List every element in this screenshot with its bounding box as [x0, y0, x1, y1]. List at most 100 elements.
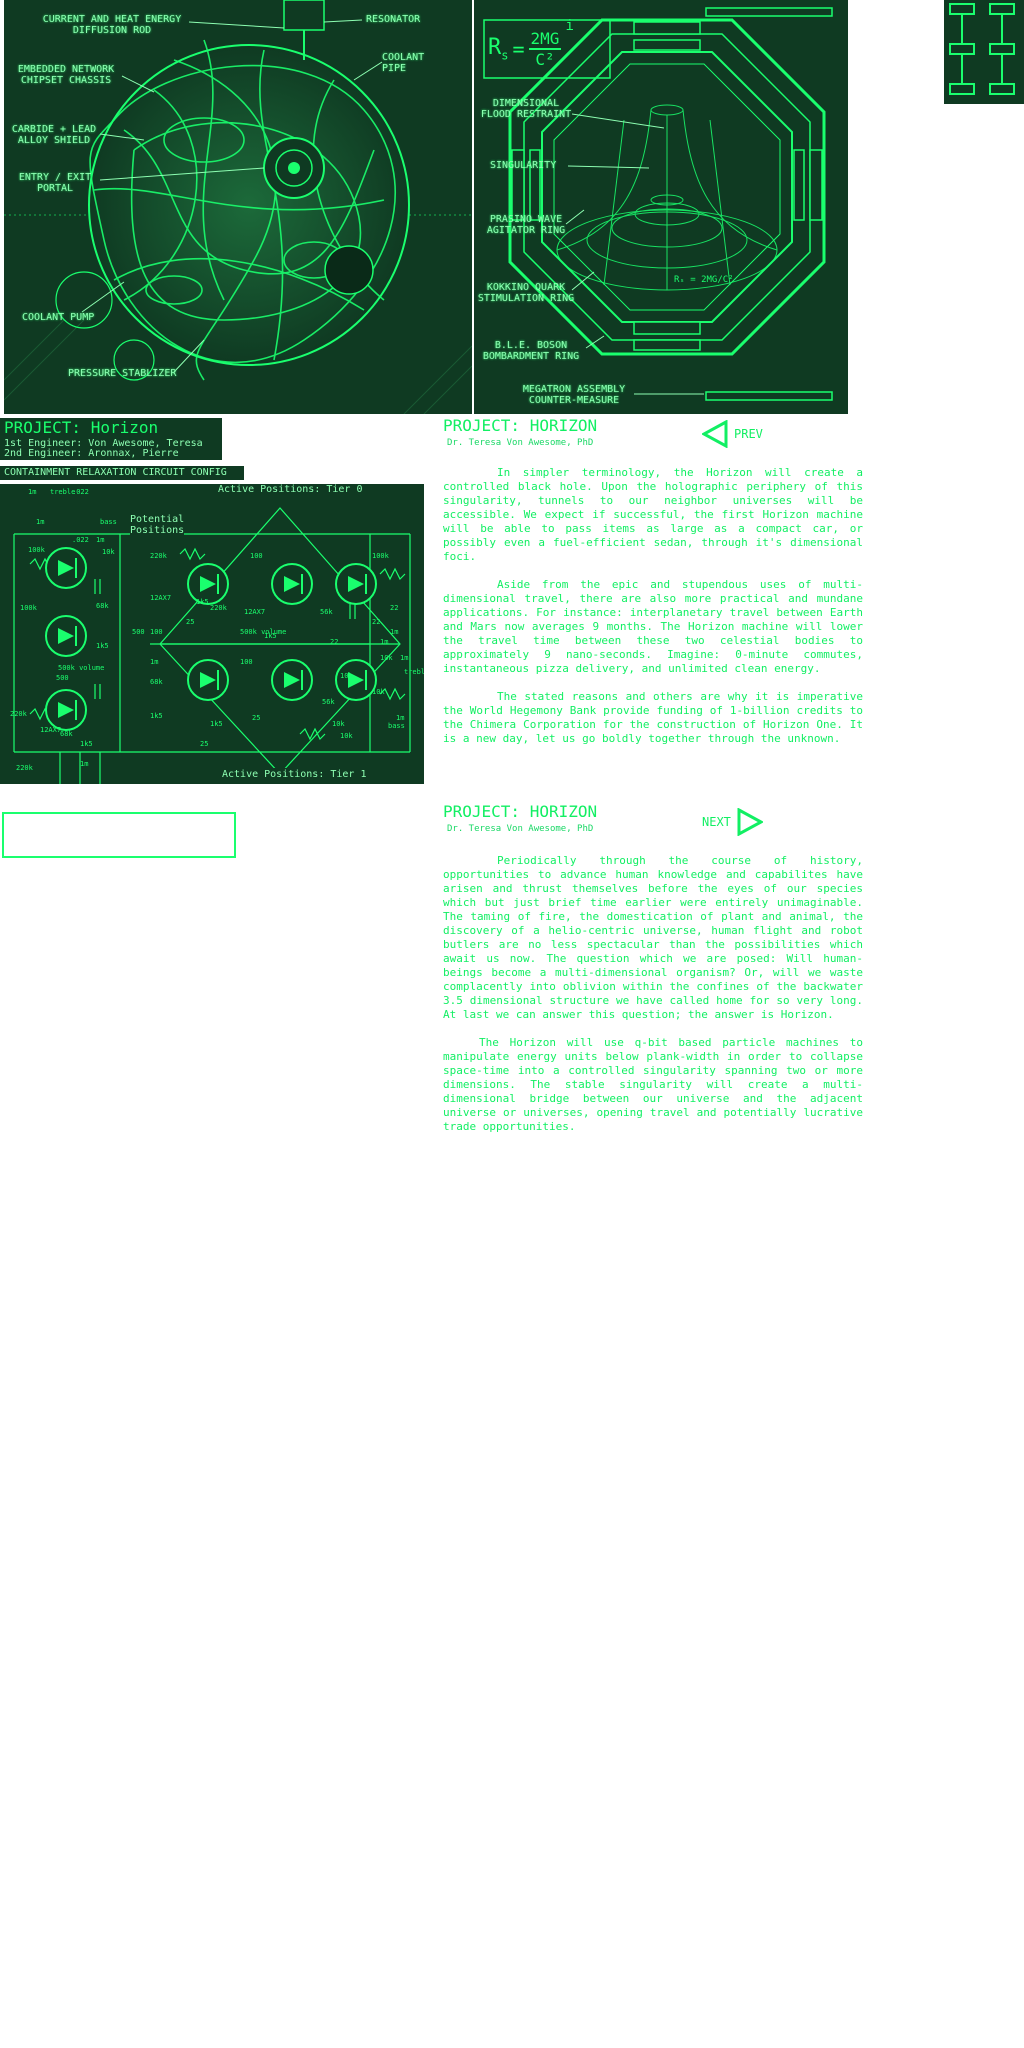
circuit-component-value: 68k	[96, 602, 109, 610]
label-resonator: RESONATOR	[366, 14, 421, 25]
label-entry-portal: ENTRY / EXIT PORTAL	[18, 172, 92, 194]
circuit-component-value: 100	[150, 628, 163, 636]
circuit-component-value: bass	[388, 722, 405, 730]
circuit-component-value: 10k	[102, 548, 115, 556]
page2-body: Periodically through the course of histo…	[443, 854, 863, 1148]
label-network-chassis: EMBEDDED NETWORK CHIPSET CHASSIS	[17, 64, 115, 86]
circuit-component-value: 500k volume	[58, 664, 104, 672]
circuit-component-value: 1m	[396, 714, 404, 722]
circuit-component-value: 220k	[150, 552, 168, 560]
circuit-component-value: bass	[100, 518, 117, 526]
circuit-component-value: 100k	[28, 546, 46, 554]
circuit-title: CONTAINMENT RELAXATION CIRCUIT CONFIG	[4, 467, 227, 478]
circuit-component-value: 1k5	[96, 642, 109, 650]
formula-numerator: 2MG	[528, 29, 562, 50]
circuit-component-value: 10k	[380, 654, 393, 662]
circuit-component-value: 220k	[16, 764, 34, 772]
circuit-component-value: 22	[390, 604, 398, 612]
label-pressure-stabilizer: PRESSURE STABLIZER	[68, 368, 177, 379]
circuit-component-value: 68k	[60, 730, 73, 738]
circuit-component-value: treble	[50, 488, 75, 496]
reactor-diagram-panel: CURRENT AND HEAT ENERGY DIFFUSION ROD RE…	[4, 0, 472, 414]
label-flood-restraint: DIMENSIONAL FLOOD RESTRAINT	[480, 98, 572, 120]
singularity-diagram-panel: Rₛ = 2MG/C² Rs = 2MG C² i DIMENSIONAL FL…	[474, 0, 848, 414]
label-kokkino-ring: KOKKINO QUARK STIMULATION RING	[477, 282, 575, 304]
circuit-component-value: 10k	[332, 720, 345, 728]
circuit-component-value: 220k	[10, 710, 28, 718]
circuit-component-value: 1m	[96, 536, 104, 544]
circuit-component-value: 100	[250, 552, 263, 560]
page2-heading: PROJECT: HORIZON	[443, 802, 598, 821]
thumbnail-graphic	[949, 3, 1015, 95]
circuit-component-value: 12AX7	[150, 594, 171, 602]
page1-paragraph-2: Aside from the epic and stupendous uses …	[443, 578, 863, 675]
circuit-title-bar: CONTAINMENT RELAXATION CIRCUIT CONFIG	[0, 466, 244, 480]
schwarzschild-formula: Rs = 2MG C² i	[488, 18, 574, 69]
circuit-component-value: treble	[404, 668, 424, 676]
tier-1-label: Active Positions: Tier 1	[222, 769, 367, 780]
page1-heading: PROJECT: HORIZON	[443, 416, 598, 435]
next-arrow-icon	[737, 808, 763, 836]
circuit-component-value: 25	[200, 740, 208, 748]
singularity-illustration: Rₛ = 2MG/C²	[474, 0, 848, 414]
circuit-component-value: 1k5	[210, 720, 223, 728]
circuit-component-value: 12AX7	[244, 608, 265, 616]
circuit-component-value: 1m	[380, 638, 388, 646]
circuit-component-value: 500	[56, 674, 69, 682]
potential-positions-label: Potential Positions	[130, 514, 185, 536]
circuit-component-value: .022	[72, 536, 89, 544]
circuit-component-value: 25	[252, 714, 260, 722]
next-button[interactable]: NEXT	[702, 808, 763, 836]
circuit-component-value: 1m	[80, 760, 88, 768]
tier-1-bar: Active Positions: Tier 1	[212, 768, 382, 782]
label-boson-ring: B.L.E. BOSON BOMBARDMENT RING	[482, 340, 580, 362]
circuit-component-value: 100k	[20, 604, 38, 612]
circuit-component-value: 1m	[390, 628, 398, 636]
circuit-component-value: 56k	[320, 608, 333, 616]
label-singularity: SINGULARITY	[490, 160, 557, 171]
prev-arrow-icon	[702, 420, 728, 448]
tier-0-label: Active Positions: Tier 0	[214, 484, 367, 495]
page1-paragraph-1: In simpler terminology, the Horizon will…	[443, 466, 863, 563]
formula-power: i	[565, 18, 574, 34]
page2-paragraph-2: The Horizon will use q-bit based particl…	[443, 1036, 863, 1133]
label-prasino-ring: PRASINO WAVE AGITATOR RING	[486, 214, 566, 236]
project-card: PROJECT: Horizon 1st Engineer: Von Aweso…	[0, 418, 222, 460]
label-diffusion-rod: CURRENT AND HEAT ENERGY DIFFUSION ROD	[42, 14, 182, 36]
page1-body: In simpler terminology, the Horizon will…	[443, 466, 863, 746]
page2-paragraph-1: Periodically through the course of histo…	[443, 854, 863, 1021]
circuit-component-value: 1m	[36, 518, 44, 526]
empty-placeholder-box	[2, 812, 236, 858]
svg-text:Rₛ = 2MG/C²: Rₛ = 2MG/C²	[674, 275, 734, 285]
project-title: PROJECT: Horizon	[4, 418, 159, 437]
prev-label: PREV	[734, 427, 763, 441]
label-megatron-assembly: MEGATRON ASSEMBLY COUNTER-MEASURE	[522, 384, 626, 406]
circuit-component-value: 22	[330, 638, 338, 646]
circuit-component-value: 1m	[150, 658, 158, 666]
circuit-component-value: 22	[372, 618, 380, 626]
next-label: NEXT	[702, 815, 731, 829]
thumbnail-tile	[944, 0, 1024, 104]
reactor-illustration	[4, 0, 472, 414]
circuit-component-value: 10k	[372, 688, 385, 696]
label-coolant-pump: COOLANT PUMP	[22, 312, 95, 323]
page1-paragraph-3: The stated reasons and others are why it…	[443, 690, 863, 745]
circuit-component-value: 1k5	[80, 740, 93, 748]
circuit-component-value: 10k	[340, 732, 353, 740]
circuit-component-value: 1m	[28, 488, 36, 496]
page2-author: Dr. Teresa Von Awesome, PhD	[447, 824, 594, 834]
circuit-component-value: 56k	[322, 698, 335, 706]
prev-button[interactable]: PREV	[702, 420, 763, 448]
circuit-component-value: 68k	[150, 678, 163, 686]
circuit-component-value: 220k	[210, 604, 228, 612]
engineer-2: 2nd Engineer: Aronnax, Pierre	[4, 448, 179, 459]
circuit-component-value: 25	[186, 618, 194, 626]
label-alloy-shield: CARBIDE + LEAD ALLOY SHIELD	[11, 124, 97, 146]
circuit-component-value: 500	[132, 628, 145, 636]
label-coolant-pipe: COOLANT PIPE	[382, 52, 425, 74]
formula-denominator: C²	[535, 50, 555, 69]
circuit-component-value: 500k volume	[240, 628, 286, 636]
circuit-component-value: 10k	[340, 672, 353, 680]
